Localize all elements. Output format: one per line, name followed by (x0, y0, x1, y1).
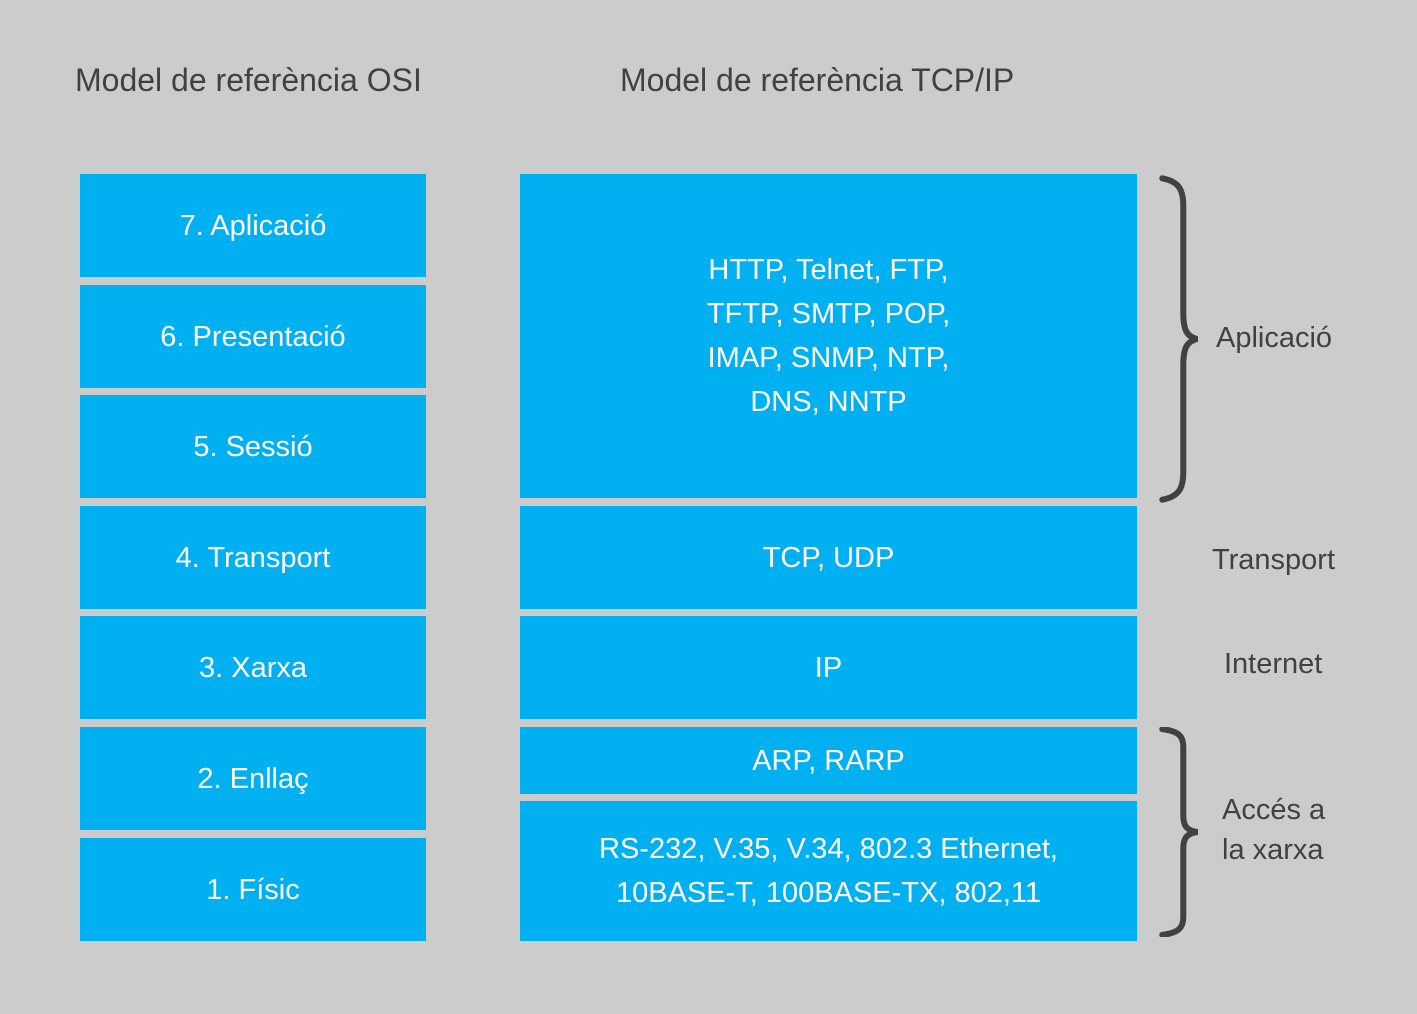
tcpip-layer-label-transport: Transport (1212, 544, 1336, 576)
osi-layer-6-presentacio: 6. Presentació (80, 285, 426, 388)
tcpip-layer-label-internet: Internet (1224, 648, 1323, 680)
tcpip-transport-protocols-box: TCP, UDP (520, 506, 1137, 609)
osi-layer-3-xarxa: 3. Xarxa (80, 616, 426, 719)
tcpip-physical-protocols-box: RS-232, V.35, V.34, 802.3 Ethernet, 10BA… (520, 801, 1137, 941)
application-layers-brace-icon (1156, 175, 1198, 503)
tcpip-model-title: Model de referència TCP/IP (620, 62, 1015, 98)
tcpip-internet-protocols-box: IP (520, 616, 1137, 719)
osi-layer-2-enllac: 2. Enllaç (80, 727, 426, 830)
osi-model-title: Model de referència OSI (75, 62, 422, 98)
osi-layer-1-fisic: 1. Físic (80, 838, 426, 941)
tcpip-application-protocols-box: HTTP, Telnet, FTP, TFTP, SMTP, POP, IMAP… (520, 174, 1137, 498)
tcpip-link-protocols-box: ARP, RARP (520, 727, 1137, 794)
osi-layer-4-transport: 4. Transport (80, 506, 426, 609)
tcpip-layer-label-acces-a-la-xarxa: Accés a la xarxa (1222, 794, 1326, 866)
osi-layer-5-sessio: 5. Sessió (80, 395, 426, 498)
network-access-layers-brace-icon (1156, 727, 1198, 937)
tcpip-layer-label-aplicacio: Aplicació (1216, 322, 1333, 354)
osi-layer-7-aplicacio: 7. Aplicació (80, 174, 426, 277)
